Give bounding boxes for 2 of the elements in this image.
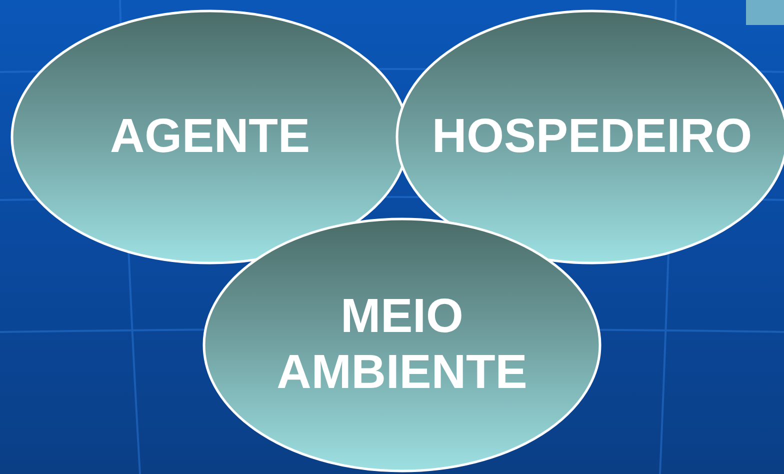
oval-label: AGENTE bbox=[40, 109, 380, 165]
oval-label: HOSPEDEIRO bbox=[425, 109, 759, 165]
